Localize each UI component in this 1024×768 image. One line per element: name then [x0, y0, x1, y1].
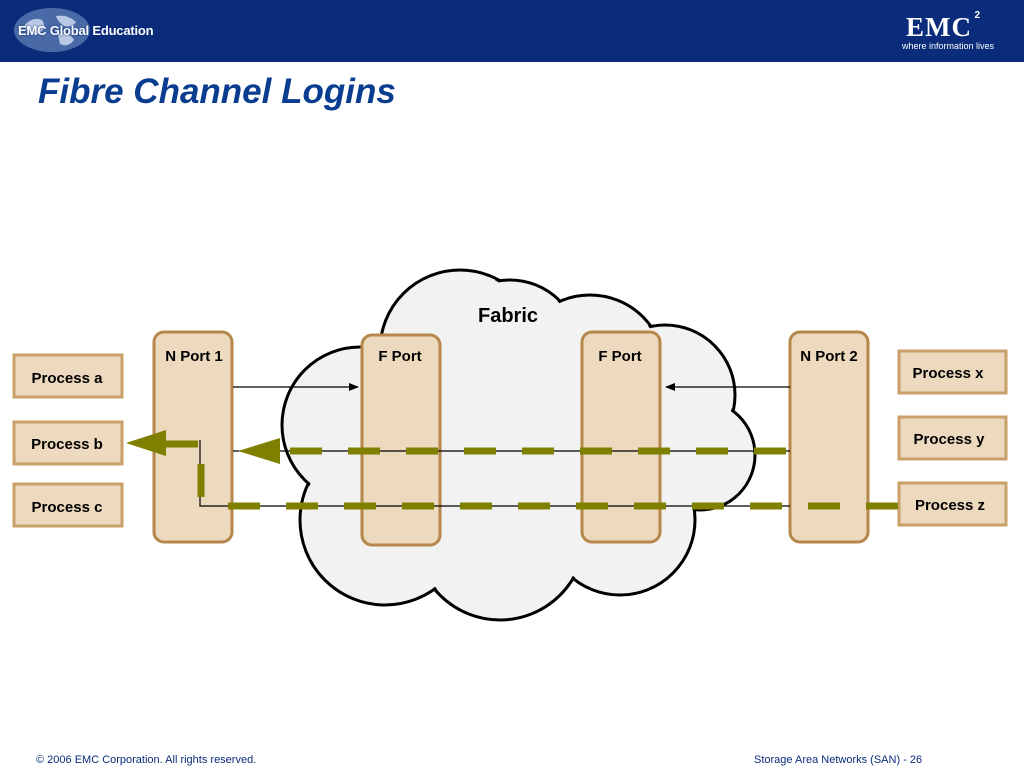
footer-page-number: - 26 — [903, 754, 923, 766]
process-a-box: Process a — [12, 353, 124, 399]
process-y-box: Process y — [897, 415, 1008, 461]
emc-logo-superscript: 2 — [974, 10, 980, 21]
f-port-1-label: F Port — [378, 348, 421, 365]
n-port-2-label: N Port 2 — [800, 348, 858, 365]
process-c-box: Process c — [12, 482, 124, 528]
f-port-2-label: F Port — [598, 348, 641, 365]
slide-title: Fibre Channel Logins — [38, 72, 396, 111]
header-bar: EMC Global Education EMC 2 where informa… — [0, 0, 1024, 62]
process-b-label: Process b — [31, 436, 103, 453]
footer-course: Storage Area Networks (SAN) — [754, 754, 901, 766]
process-x-box: Process x — [897, 349, 1008, 395]
process-a-label: Process a — [32, 370, 104, 387]
process-login-paths — [126, 430, 898, 510]
process-c-label: Process c — [32, 499, 103, 516]
process-y-label: Process y — [914, 431, 986, 448]
fabric-label: Fabric — [478, 305, 538, 327]
process-b-box: Process b — [12, 420, 124, 466]
process-x-label: Process x — [913, 365, 985, 382]
emc-tagline: where information lives — [901, 41, 994, 51]
footer-course-page: Storage Area Networks (SAN) - 26 — [754, 754, 922, 766]
emc-global-education-logo: EMC Global Education — [12, 6, 154, 54]
globe-icon — [14, 8, 90, 52]
emc-logo: EMC 2 where information lives — [894, 8, 994, 54]
path-arrow-head-left — [126, 430, 166, 456]
n-port-1: N Port 1 — [152, 330, 234, 544]
n-port-1-label: N Port 1 — [165, 348, 223, 365]
process-z-box: Process z — [897, 481, 1008, 527]
brand-left-text: EMC Global Education — [18, 23, 154, 38]
emc-logo-text: EMC — [906, 12, 972, 42]
f-port-1: F Port — [360, 333, 442, 547]
process-z-label: Process z — [915, 497, 985, 514]
n-port-2: N Port 2 — [788, 330, 870, 544]
path-arrow-head-right — [238, 438, 280, 464]
footer-copyright: © 2006 EMC Corporation. All rights reser… — [36, 754, 257, 766]
f-port-2: F Port — [580, 330, 662, 544]
